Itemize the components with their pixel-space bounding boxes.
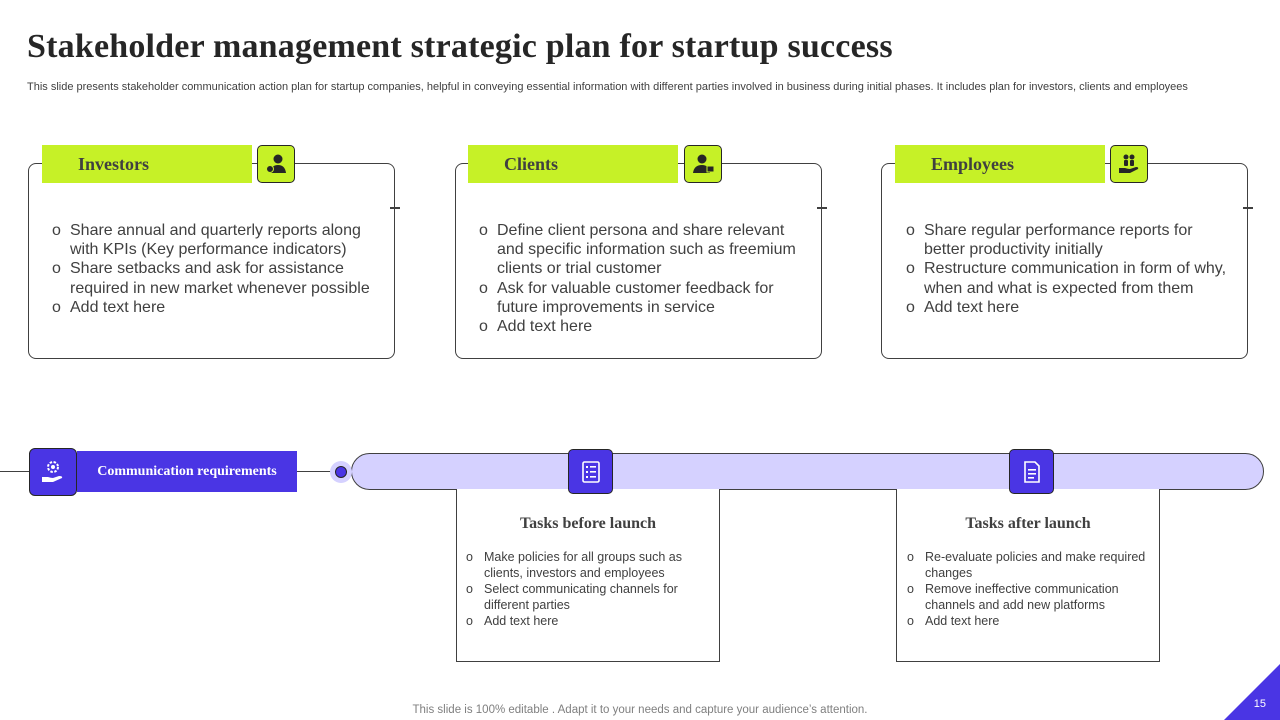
list-item: Share setbacks and ask for assistance re… [52, 259, 377, 297]
timeline-dot [335, 466, 347, 478]
timeline-bar [351, 453, 1264, 490]
clients-label: Clients [468, 145, 678, 183]
slide-title: Stakeholder management strategic plan fo… [27, 28, 893, 65]
checklist-icon [568, 449, 613, 494]
tasks-after-launch-bullets: Re-evaluate policies and make required c… [907, 549, 1147, 629]
list-item: Share annual and quarterly reports along… [52, 221, 377, 259]
footer-note: This slide is 100% editable . Adapt it t… [412, 704, 868, 716]
timeline-line-connector [297, 471, 333, 472]
list-item: Add text here [479, 317, 809, 336]
list-item: Make policies for all groups such as cli… [466, 549, 706, 581]
tasks-after-launch-title: Tasks after launch [965, 515, 1091, 532]
clients-bullets: Define client persona and share relevant… [479, 221, 809, 336]
list-item: Add text here [52, 298, 377, 317]
tasks-before-launch-bullets: Make policies for all groups such as cli… [466, 549, 706, 629]
tasks-before-launch-title: Tasks before launch [519, 515, 657, 532]
employees-label: Employees [895, 145, 1105, 183]
page-number: 15 [1253, 698, 1266, 710]
card-corner-tick [390, 207, 400, 209]
corner-triangle [1224, 664, 1280, 720]
list-item: Add text here [907, 613, 1147, 629]
list-item: Add text here [906, 298, 1236, 317]
list-item: Add text here [466, 613, 706, 629]
list-item: Remove ineffective communication channel… [907, 581, 1147, 613]
client-person-icon [684, 145, 722, 183]
employees-bullets: Share regular performance reports for be… [906, 221, 1236, 317]
list-item: Re-evaluate policies and make required c… [907, 549, 1147, 581]
list-item: Define client persona and share relevant… [479, 221, 809, 279]
communication-requirements-label: Communication requirements [77, 451, 297, 492]
timeline-line-left [0, 471, 29, 472]
investor-person-icon [257, 145, 295, 183]
gear-hand-icon [29, 448, 77, 496]
slide-subtitle: This slide presents stakeholder communic… [27, 81, 1188, 93]
list-item: Select communicating channels for differ… [466, 581, 706, 613]
investors-label: Investors [42, 145, 252, 183]
list-item: Ask for valuable customer feedback for f… [479, 279, 809, 317]
card-corner-tick [1243, 207, 1253, 209]
card-corner-tick [817, 207, 827, 209]
employees-hand-icon [1110, 145, 1148, 183]
investors-bullets: Share annual and quarterly reports along… [52, 221, 377, 317]
list-item: Share regular performance reports for be… [906, 221, 1236, 259]
document-list-icon [1009, 449, 1054, 494]
list-item: Restructure communication in form of why… [906, 259, 1236, 297]
